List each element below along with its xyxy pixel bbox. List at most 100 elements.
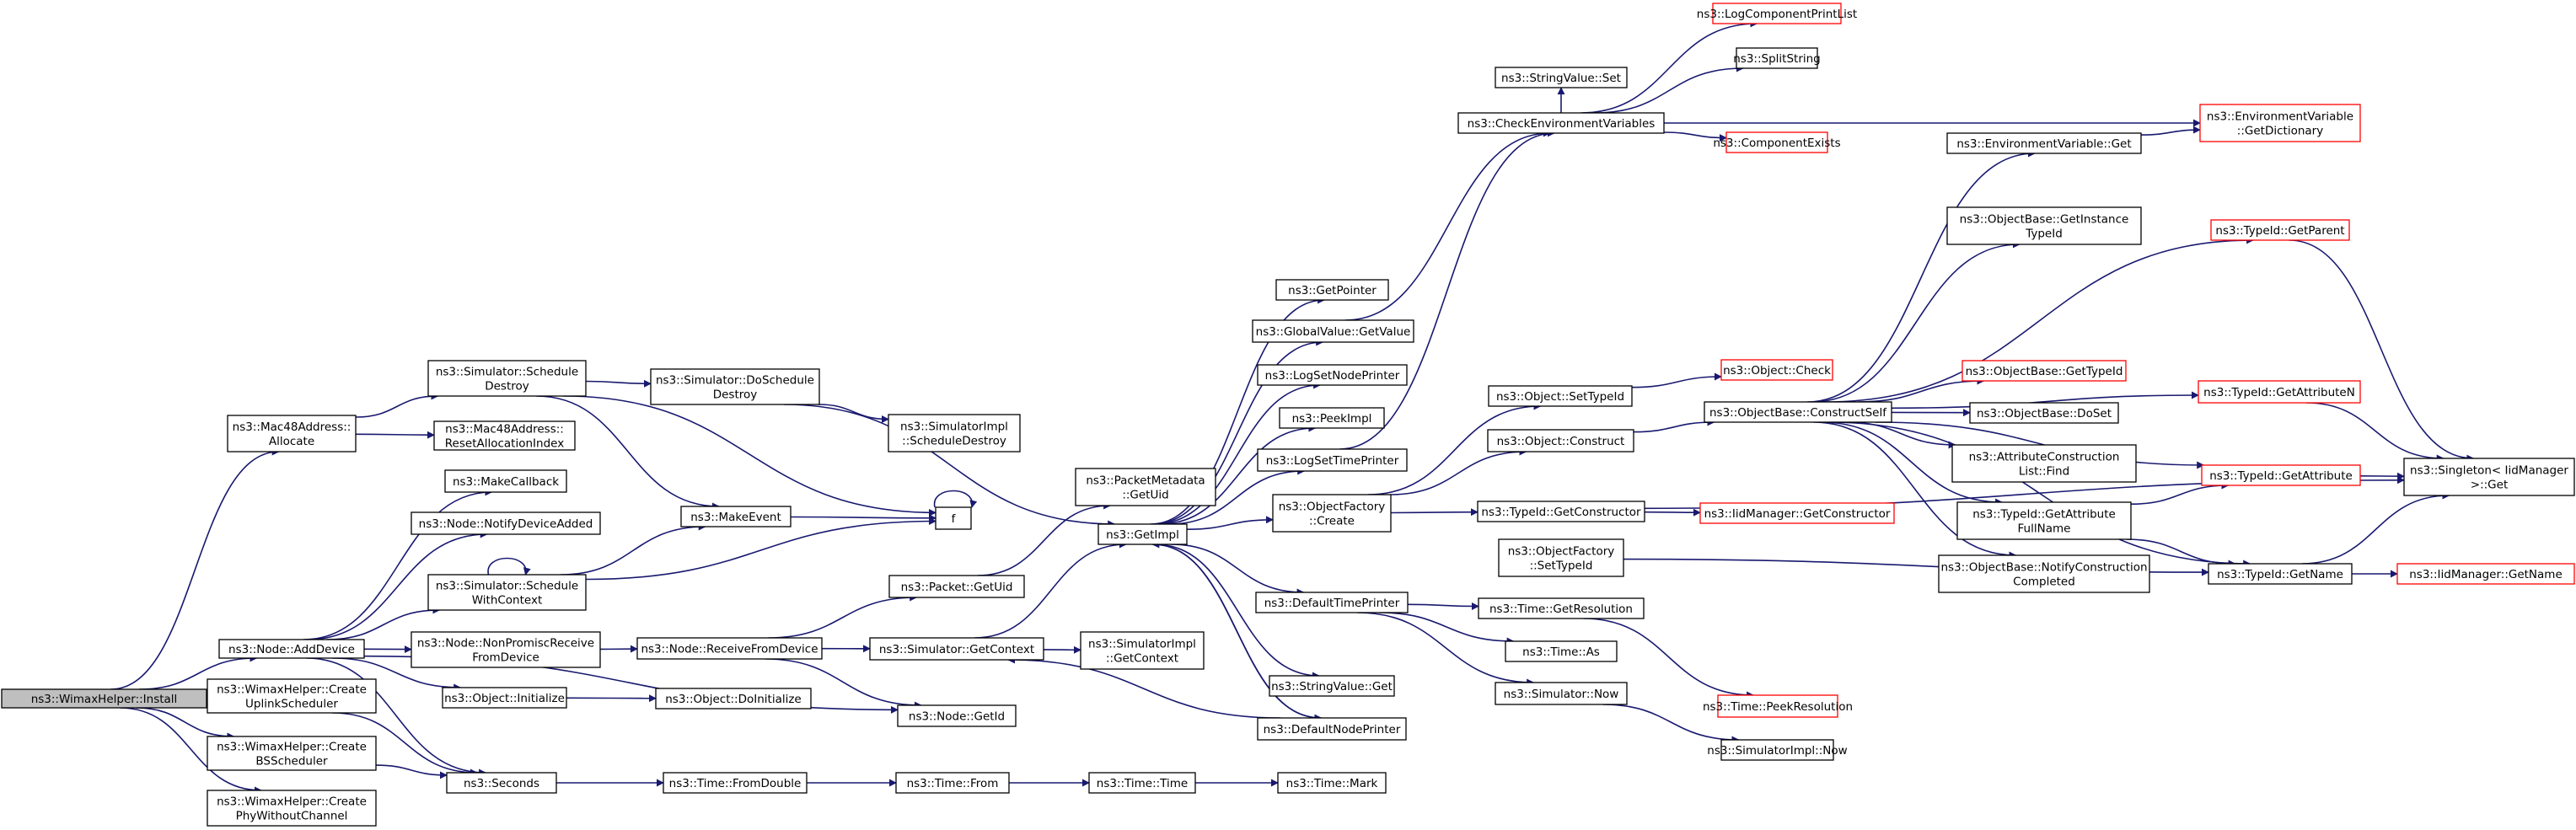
node-getid[interactable]: ns3::Node::GetId xyxy=(897,704,1017,727)
node-ob_doset[interactable]: ns3::ObjectBase::DoSet xyxy=(1969,402,2119,424)
node-ob_gtid[interactable]: ns3::ObjectBase::GetTypeId xyxy=(1962,360,2127,382)
node-root[interactable]: ns3::WimaxHelper::Install xyxy=(1,688,207,709)
node-ob_cs[interactable]: ns3::ObjectBase::ConstructSelf xyxy=(1704,401,1892,423)
node-box xyxy=(1269,675,1395,697)
node-node_add[interactable]: ns3::Node::AddDevice xyxy=(218,639,365,659)
node-label: ns3::Packet::GetUid xyxy=(901,581,1013,594)
edge-ob_cs-to-ob_gtid xyxy=(1858,377,1985,403)
node-box xyxy=(1457,112,1665,134)
node-notify[interactable]: ns3::Node::NotifyDeviceAdded xyxy=(411,511,601,535)
node-compexists[interactable]: ns3::ComponentExists xyxy=(1713,131,1841,153)
node-logtp[interactable]: ns3::LogSetTimePrinter xyxy=(1257,448,1408,472)
node-tid_attrn[interactable]: ns3::TypeId::GetAttributeN xyxy=(2198,380,2361,404)
node-mac_reset[interactable]: ns3::Mac48Address::ResetAllocationIndex xyxy=(433,420,576,451)
node-simimpl_now[interactable]: ns3::SimulatorImpl::Now xyxy=(1707,739,1848,761)
node-gv_get[interactable]: ns3::GlobalValue::GetValue xyxy=(1252,319,1414,343)
node-cpw[interactable]: ns3::WimaxHelper::CreatePhyWithoutChanne… xyxy=(207,790,377,827)
node-tid_attr[interactable]: ns3::TypeId::GetAttribute xyxy=(2201,464,2361,486)
node-of_create[interactable]: ns3::ObjectFactory::Create xyxy=(1272,494,1392,533)
node-of_settid[interactable]: ns3::ObjectFactory::SetTypeId xyxy=(1498,538,1624,577)
node-label: ns3::GlobalValue::GetValue xyxy=(1256,325,1411,339)
node-getimpl[interactable]: ns3::GetImpl xyxy=(1097,523,1188,545)
node-mark[interactable]: ns3::Time::Mark xyxy=(1277,772,1387,794)
node-label: ns3::ObjectBase::GetTypeId xyxy=(1966,365,2123,378)
node-singleton[interactable]: ns3::Singleton< IidManager>::Get xyxy=(2403,458,2575,496)
node-box xyxy=(895,772,1010,794)
edge-node_add-to-seconds xyxy=(306,657,487,777)
node-seconds[interactable]: ns3::Seconds xyxy=(446,772,557,794)
node-makecb[interactable]: ns3::MakeCallback xyxy=(444,469,567,493)
node-recv[interactable]: ns3::Node::ReceiveFromDevice xyxy=(636,637,823,660)
node-ob_nc[interactable]: ns3::ObjectBase::NotifyConstructionCompl… xyxy=(1938,554,2150,593)
node-box xyxy=(1275,279,1389,301)
node-sim_now[interactable]: ns3::Simulator::Now xyxy=(1495,682,1628,705)
edge-deftp-to-sim_now xyxy=(1357,612,1535,687)
node-defnp[interactable]: ns3::DefaultNodePrinter xyxy=(1257,717,1407,741)
edge-tid_getctor-to-iid_getctor xyxy=(1644,508,1701,517)
node-simimpl_sd[interactable]: ns3::SimulatorImpl::ScheduleDestroy xyxy=(888,414,1021,452)
node-obj_settid[interactable]: ns3::Object::SetTypeId xyxy=(1488,385,1633,407)
node-fromdouble[interactable]: ns3::Time::FromDouble xyxy=(663,772,808,794)
edge-ob_cs-to-tid_attr xyxy=(1875,421,2205,469)
node-sv_set[interactable]: ns3::StringValue::Set xyxy=(1495,67,1628,88)
node-box xyxy=(1277,772,1387,794)
node-simimpl_ctx[interactable]: ns3::SimulatorImpl::GetContext xyxy=(1080,631,1205,670)
node-makeevent[interactable]: ns3::MakeEvent xyxy=(680,506,792,527)
node-obj_init[interactable]: ns3::Object::Initialize xyxy=(442,687,567,709)
node-tid_parent[interactable]: ns3::TypeId::GetParent xyxy=(2210,219,2350,241)
node-sim_sd[interactable]: ns3::Simulator::ScheduleDestroy xyxy=(427,360,587,397)
node-peek[interactable]: ns3::PeekImpl xyxy=(1279,407,1385,429)
edge-getimpl-to-sv_get xyxy=(1155,544,1320,680)
edge-sim_swc-to-f xyxy=(585,517,936,581)
node-env_dict[interactable]: ns3::EnvironmentVariable::GetDictionary xyxy=(2199,104,2361,142)
node-deftp[interactable]: ns3::DefaultTimePrinter xyxy=(1255,592,1409,613)
node-time_getres[interactable]: ns3::Time::GetResolution xyxy=(1478,597,1645,619)
node-box xyxy=(1699,502,1895,524)
node-obj_check[interactable]: ns3::Object::Check xyxy=(1720,359,1833,381)
node-label: FullName xyxy=(2018,522,2071,536)
node-tid_getctor[interactable]: ns3::TypeId::GetConstructor xyxy=(1477,501,1645,522)
node-getptr[interactable]: ns3::GetPointer xyxy=(1275,279,1389,301)
node-lognp[interactable]: ns3::LogSetNodePrinter xyxy=(1257,364,1408,386)
node-box xyxy=(935,506,972,530)
node-getctx[interactable]: ns3::Simulator::GetContext xyxy=(869,637,1044,661)
node-iid_getctor[interactable]: ns3::IidManager::GetConstructor xyxy=(1699,502,1895,524)
node-peekres[interactable]: ns3::Time::PeekResolution xyxy=(1703,694,1853,718)
node-label: ns3::TypeId::GetAttribute xyxy=(2209,469,2353,483)
node-label: ::ScheduleDestroy xyxy=(902,435,1006,448)
node-f[interactable]: f xyxy=(935,506,972,530)
node-sv_get[interactable]: ns3::StringValue::Get xyxy=(1269,675,1395,697)
node-doinit[interactable]: ns3::Object::DoInitialize xyxy=(655,688,812,710)
node-pkt_uid[interactable]: ns3::Packet::GetUid xyxy=(888,575,1025,598)
node-mac_alloc[interactable]: ns3::Mac48Address::Allocate xyxy=(227,415,357,452)
node-time_as[interactable]: ns3::Time::As xyxy=(1505,640,1618,662)
node-label: ns3::TypeId::GetAttribute xyxy=(1972,508,2116,522)
node-label: TypeId xyxy=(2025,228,2063,241)
node-label: ns3::ObjectFactory xyxy=(1508,545,1615,559)
node-checkenv[interactable]: ns3::CheckEnvironmentVariables xyxy=(1457,112,1665,134)
node-obj_construct[interactable]: ns3::Object::Construct xyxy=(1487,429,1634,452)
node-env_get[interactable]: ns3::EnvironmentVariable::Get xyxy=(1946,132,2142,154)
node-split[interactable]: ns3::SplitString xyxy=(1733,47,1821,69)
node-time[interactable]: ns3::Time::Time xyxy=(1088,772,1196,794)
edge-tid_gafn-to-tid_name xyxy=(2126,538,2236,568)
node-label: ns3::EnvironmentVariable xyxy=(2207,110,2353,124)
node-label: ns3::LogSetNodePrinter xyxy=(1265,369,1400,383)
node-logcpl[interactable]: ns3::LogComponentPrintList xyxy=(1697,3,1857,24)
node-iid_name[interactable]: ns3::IidManager::GetName xyxy=(2396,563,2575,585)
node-box xyxy=(207,790,377,827)
node-pm_uid[interactable]: ns3::PacketMetadata::GetUid xyxy=(1075,468,1216,506)
node-label: ns3::Time::Time xyxy=(1097,777,1188,790)
node-tid_name[interactable]: ns3::TypeId::GetName xyxy=(2208,563,2353,585)
node-box xyxy=(2208,563,2353,585)
node-from[interactable]: ns3::Time::From xyxy=(895,772,1010,794)
node-label: ns3::Time::FromDouble xyxy=(669,777,802,790)
